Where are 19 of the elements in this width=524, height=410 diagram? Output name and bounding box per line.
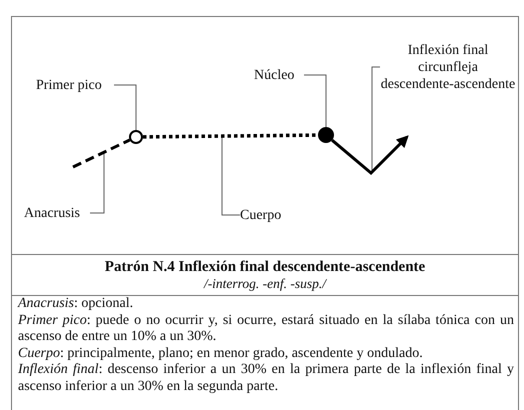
leader-line [222, 136, 240, 216]
leader-line [90, 152, 104, 214]
part-label: Primer pico [36, 76, 114, 94]
description-paragraph: Anacrusis: opcional. [18, 296, 134, 312]
description-paragraph: Cuerpo: principalmente, plano; en menor grado, ascendente y ondulado. [18, 346, 424, 362]
pattern-title: Patrón N.4 Inflexión final descendente-ascendente [104, 258, 426, 276]
part-label: Núcleo [254, 66, 304, 84]
part-label: Cuerpo [240, 206, 292, 224]
leader-line [304, 74, 326, 128]
pattern-subtitle: /-interrog. -enf. -susp./ [204, 276, 326, 292]
intonation-contour-line [72, 138, 130, 168]
leader-line [372, 66, 380, 172]
intonation-contour-line [331, 135, 409, 176]
description-paragraph: Inflexión final: descenso inferior a un 30% en la primera parte de la inflexión final y ascenso inferior a un 30% en la segunda parte. [18, 362, 514, 395]
part-label: Inflexión final circunfleja descendente-ascendente [380, 40, 516, 94]
part-label: Anacrusis [24, 204, 90, 222]
description-paragraph: Primer pico: puede o no ocurrir y, si ocurre, estará situado en la sílaba tónica con un ascenso de entre un 10% a un 30%. [18, 312, 514, 346]
leader-line [114, 84, 136, 130]
intonation-contour-line [142, 133, 318, 139]
